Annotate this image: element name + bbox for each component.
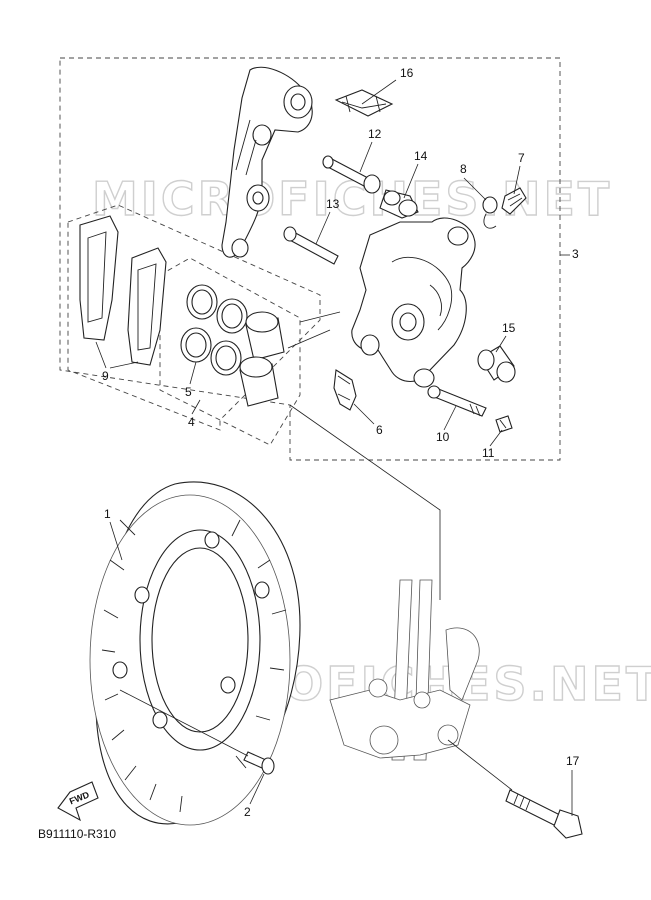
callout-5: 5 xyxy=(185,385,192,399)
pistons xyxy=(239,311,285,407)
brake-pads xyxy=(79,215,167,366)
diagram-code: B911110-R310 xyxy=(38,827,116,841)
axle-bolt xyxy=(505,789,583,839)
caliper-plug xyxy=(477,345,516,383)
bleed-screw-cap xyxy=(482,196,498,229)
callout-4: 4 xyxy=(188,415,195,429)
small-screw xyxy=(495,415,513,433)
assembly-leader xyxy=(289,404,441,600)
callout-1: 1 xyxy=(104,507,111,521)
slide-pin-upper xyxy=(322,155,381,194)
callout-14: 14 xyxy=(414,149,428,163)
callout-6: 6 xyxy=(376,423,383,437)
callout-17: 17 xyxy=(566,754,580,768)
fwd-arrow-icon: FWD xyxy=(57,781,99,822)
fork-leg xyxy=(329,579,480,761)
callout-2: 2 xyxy=(244,805,251,819)
callouts: 16 12 14 8 7 13 3 15 9 5 4 6 10 11 1 2 1 xyxy=(95,66,580,819)
callout-7: 7 xyxy=(518,151,525,165)
callout-13: 13 xyxy=(326,197,340,211)
callout-11: 11 xyxy=(482,446,495,460)
callout-9: 9 xyxy=(102,369,109,383)
callout-16: 16 xyxy=(400,66,414,80)
slide-pin-lower xyxy=(283,226,339,265)
caliper-bracket xyxy=(221,66,313,258)
piston-seals xyxy=(180,284,248,376)
disc-bolt xyxy=(243,751,275,775)
callout-12: 12 xyxy=(368,127,382,141)
callout-3: 3 xyxy=(572,247,579,261)
parts-leaders xyxy=(287,311,341,349)
piston-kit-boundary xyxy=(159,257,301,446)
callout-15: 15 xyxy=(502,321,516,335)
axle-bolt-leader xyxy=(447,739,513,791)
disc-bolt-leader xyxy=(119,689,249,757)
brake-disc xyxy=(89,481,301,826)
pad-support-plate xyxy=(333,369,357,411)
bleed-screw xyxy=(501,187,527,215)
caliper-assembly-boundary xyxy=(59,57,561,461)
pin-boot xyxy=(379,189,419,219)
caliper-body xyxy=(351,217,476,388)
caliper-bolt xyxy=(427,385,487,417)
callout-10: 10 xyxy=(436,430,450,444)
callout-8: 8 xyxy=(460,162,467,176)
